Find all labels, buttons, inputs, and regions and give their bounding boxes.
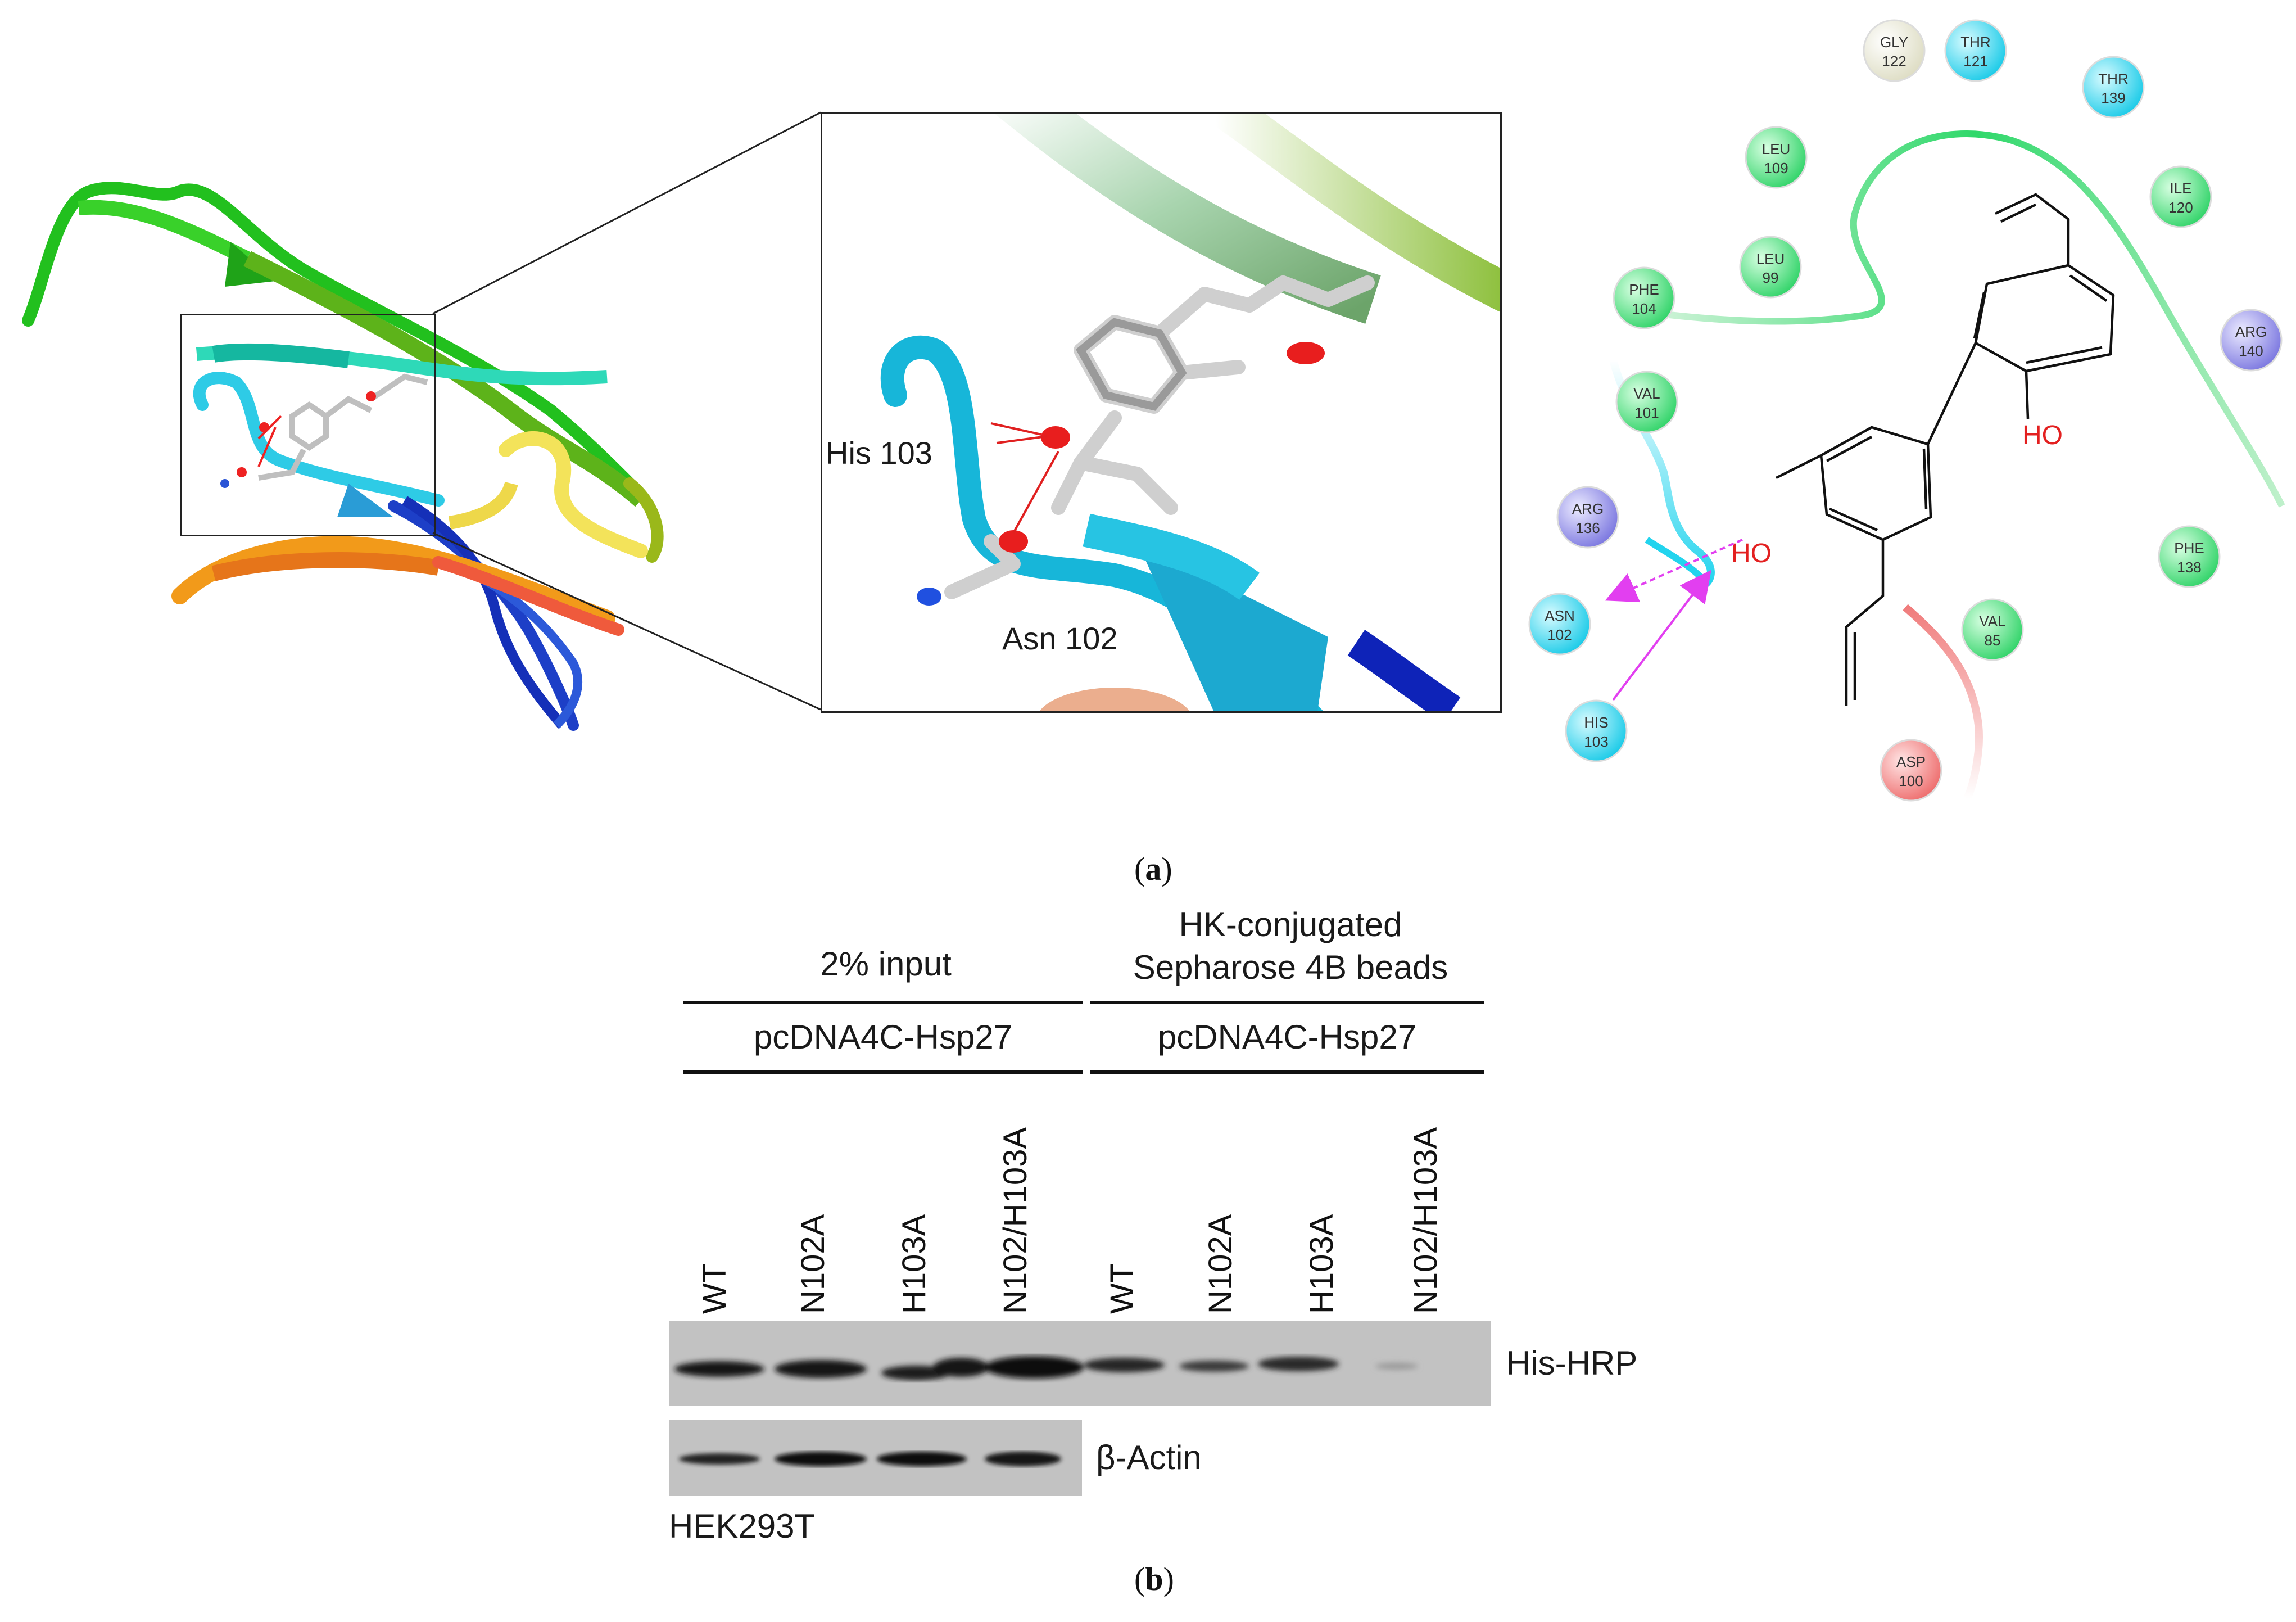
hydroxyl-label-left: HO [1731, 539, 1772, 568]
residue-number: 100 [1899, 772, 1923, 789]
residue-bubble [1745, 126, 1808, 189]
group-beads-label-line2: Sepharose 4B beads [1133, 948, 1448, 986]
lane-label: N102A [795, 1214, 831, 1314]
residue-name: HIS [1584, 714, 1608, 731]
residue-number: 109 [1764, 160, 1788, 177]
protein-ribbon-overview [22, 182, 664, 731]
residue-leu-109: LEU 109 [1745, 126, 1808, 189]
lane-label: N102/H103A [1407, 1127, 1444, 1314]
residue-bubble [2082, 56, 2145, 119]
beta-actin-label: β-Actin [1096, 1439, 1202, 1476]
residue-bubble [2220, 309, 2283, 372]
residue-bubble [1739, 236, 1802, 299]
residue-name: PHE [1629, 281, 1659, 298]
residue-bubble [2158, 525, 2221, 588]
residue-number: 99 [1763, 269, 1779, 286]
panel-b-label: (b) [1134, 1561, 1174, 1597]
residue-name: PHE [2174, 540, 2204, 557]
panel-a-label: (a) [1134, 851, 1172, 887]
residue-leu-99: LEU 99 [1739, 236, 1802, 299]
residue-name: ARG [2235, 323, 2267, 340]
residue-name: LEU [1762, 141, 1791, 157]
residue-number: 140 [2239, 342, 2263, 359]
residue-number: 102 [1547, 626, 1572, 643]
residue-bubble [2149, 165, 2212, 228]
residue-number: 121 [1963, 53, 1987, 70]
residue-bubble [1613, 266, 1675, 329]
construct-left-rule [683, 1070, 1083, 1074]
his-hrp-label: His-HRP [1506, 1344, 1638, 1382]
group-beads-rule [1090, 1001, 1484, 1004]
residue-ile-120: ILE 120 [2149, 165, 2212, 228]
residue-arg-136: ARG 136 [1556, 486, 1619, 549]
group-beads-label-line1: HK-conjugated [1179, 906, 1402, 943]
zoom-inset-graphic [880, 114, 1500, 711]
lane-label: WT [1104, 1263, 1140, 1314]
residue-name: THR [1960, 34, 1990, 51]
residue-bubble [1944, 19, 2007, 82]
residue-phe-138: PHE 138 [2158, 525, 2221, 588]
construct-right-label: pcDNA4C-Hsp27 [1157, 1018, 1417, 1056]
residue-asn-102: ASN 102 [1528, 593, 1591, 656]
residue-name: GLY [1880, 34, 1908, 51]
his103-label: His 103 [826, 435, 932, 471]
zoom-selection-box [180, 314, 436, 536]
residue-gly-122: GLY 122 [1863, 19, 1926, 82]
asn102-label: Asn 102 [1002, 621, 1118, 656]
residue-number: 136 [1575, 519, 1600, 536]
residue-bubble [1556, 486, 1619, 549]
residue-bubble [1565, 699, 1628, 762]
lane-label: H103A [1303, 1214, 1340, 1314]
residue-bubble [1863, 19, 1926, 82]
lane-label: H103A [896, 1214, 932, 1314]
residue-asp-100: ASP 100 [1880, 739, 1942, 802]
residue-number: 101 [1634, 404, 1659, 421]
residue-arg-140: ARG 140 [2220, 309, 2283, 372]
residue-name: ASN [1545, 607, 1574, 624]
residue-thr-139: THR 139 [2082, 56, 2145, 119]
residue-name: ILE [2170, 180, 2191, 197]
residue-name: ARG [1572, 500, 1604, 517]
residue-his-103: HIS 103 [1565, 699, 1628, 762]
cell-line-label: HEK293T [669, 1507, 816, 1545]
residue-number: 103 [1584, 733, 1608, 750]
residue-thr-121: THR 121 [1944, 19, 2007, 82]
residue-phe-104: PHE 104 [1613, 266, 1675, 329]
residue-val-101: VAL 101 [1615, 371, 1678, 433]
residue-number: 139 [2101, 89, 2125, 106]
residue-bubble [1961, 598, 2024, 661]
lane-label: N102/H103A [997, 1127, 1034, 1314]
residue-number: 85 [1985, 632, 2001, 649]
beta-actin-blot [669, 1420, 1082, 1496]
residue-number: 138 [2177, 559, 2201, 576]
construct-left-label: pcDNA4C-Hsp27 [753, 1018, 1013, 1056]
lane-label: N102A [1202, 1214, 1239, 1314]
ligand-interaction-diagram: HO HO GLY122THR121THR139LEU109ILE120LEU9… [1528, 19, 2285, 802]
zoom-inset: His 103 Asn 102 [821, 112, 1502, 713]
residue-bubble [1528, 593, 1591, 656]
residue-bubble [1615, 371, 1678, 433]
residue-number: 120 [2168, 199, 2193, 216]
hydroxyl-label-right: HO [2022, 421, 2063, 450]
residue-number: 104 [1632, 300, 1656, 317]
group-input-label: 2% input [820, 945, 952, 983]
lane-label: WT [696, 1263, 733, 1314]
his-hrp-blot [669, 1321, 1491, 1406]
residue-name: VAL [1633, 385, 1660, 402]
residue-val-85: VAL 85 [1961, 598, 2024, 661]
group-input-rule [683, 1001, 1083, 1004]
construct-right-rule [1090, 1070, 1484, 1074]
residue-name: VAL [1979, 613, 2005, 630]
residue-name: THR [2098, 70, 2128, 87]
residue-bubble [1880, 739, 1942, 802]
residue-name: LEU [1756, 250, 1785, 267]
residue-name: ASP [1896, 753, 1926, 770]
residue-number: 122 [1882, 53, 1906, 70]
